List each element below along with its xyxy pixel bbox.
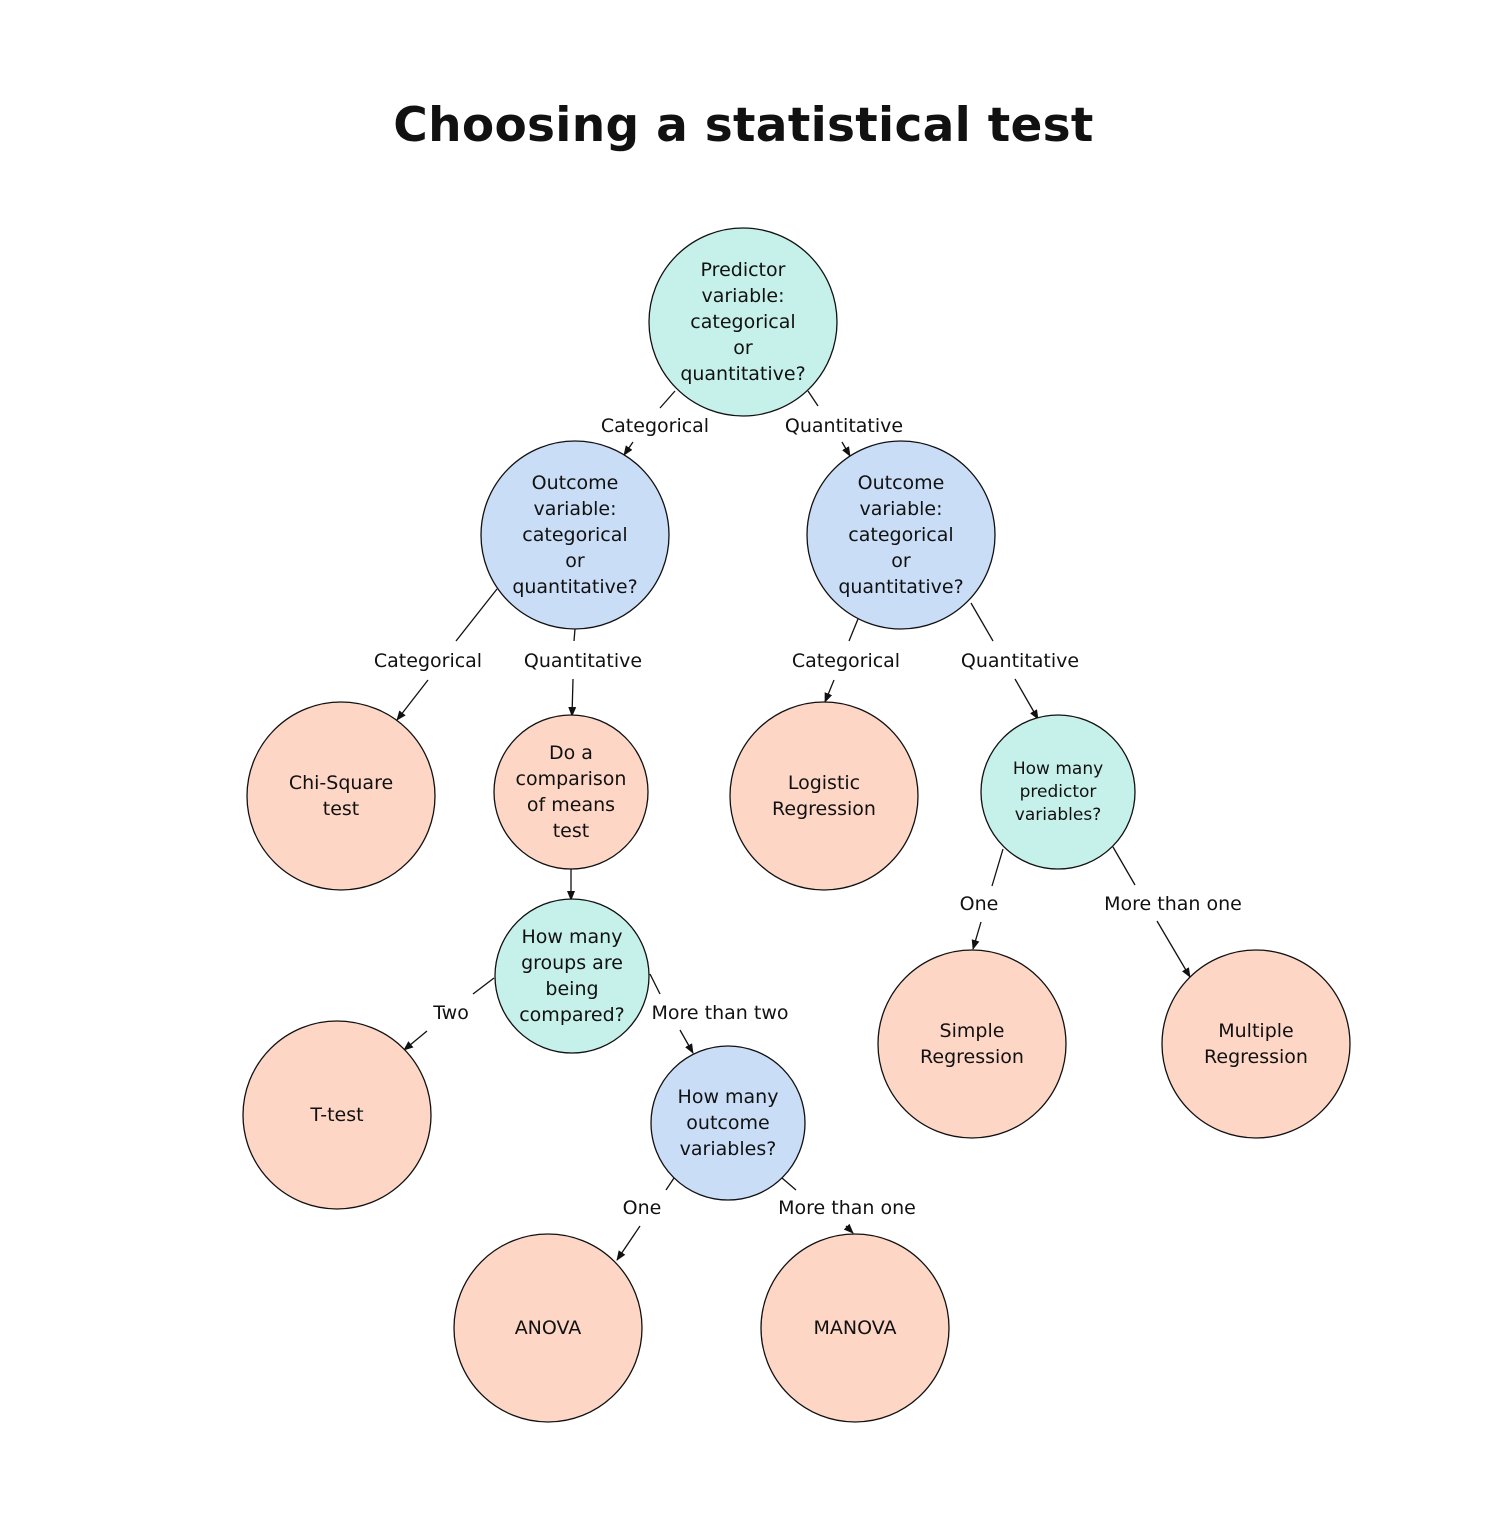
edge-groups-two-upper: [472, 977, 495, 995]
edge-label-outcomes-more-than-one: More than one: [778, 1197, 916, 1219]
edge-root-quantitative-lower: [841, 441, 851, 457]
node-t-test-circle: [242, 1020, 432, 1210]
edge-right-categorical-upper: [848, 618, 859, 642]
node-comparison-of-means: Do a comparison of means test: [515, 742, 627, 842]
edge-outcomes-one-lower: [616, 1225, 641, 1261]
node-outcome-right: Outcome variable: categorical or quantit…: [838, 472, 964, 598]
edge-right-quantitative-lower: [1014, 678, 1039, 720]
edge-groups-more-lower: [679, 1029, 694, 1054]
edge-label-left-categorical: Categorical: [373, 650, 483, 672]
edge-predictors-more-lower: [1156, 920, 1191, 978]
node-manova: MANOVA: [813, 1317, 897, 1339]
edge-outcomes-more-lower: [843, 1223, 854, 1234]
edge-right-quantitative-upper: [970, 602, 994, 642]
node-t-test: T-test: [310, 1104, 364, 1126]
edge-label-left-quantitative: Quantitative: [523, 650, 643, 672]
edge-outcomes-more-upper: [781, 1177, 797, 1191]
node-outcome-right-circle: [806, 440, 996, 630]
edge-label-predictors-more-than-one: More than one: [1104, 893, 1242, 915]
edge-root-quantitative-upper: [807, 390, 819, 407]
edge-label-groups-two: Two: [433, 1002, 469, 1024]
node-chi-square: Chi-Square test: [288, 772, 394, 820]
edge-outcomes-one-upper: [665, 1177, 675, 1191]
node-chi-square-circle: [246, 701, 436, 891]
edge-label-predictors-one: One: [959, 893, 999, 915]
edge-lines: [396, 390, 1191, 1261]
edge-right-categorical-lower: [824, 679, 835, 703]
edge-label-right-categorical: Categorical: [791, 650, 901, 672]
node-logistic-circle: [729, 701, 919, 891]
node-root-circle: [648, 227, 838, 417]
edge-label-root-categorical: Categorical: [600, 415, 710, 437]
edge-predictors-one-upper: [991, 848, 1004, 887]
node-simple-regression-circle: [877, 949, 1067, 1139]
page-title: Choosing a statistical test: [393, 98, 1094, 153]
edge-predictors-more-upper: [1112, 846, 1136, 886]
edge-groups-two-lower: [403, 1030, 428, 1051]
node-how-many-predictors-circle: [980, 714, 1136, 870]
node-root: Predictor variable: categorical or quant…: [680, 259, 806, 385]
node-logistic-regression: Logistic Regression: [772, 772, 876, 820]
node-how-many-outcomes: How many outcome variables?: [677, 1086, 779, 1160]
edge-root-categorical-lower: [623, 441, 634, 456]
node-multiple-regression-circle: [1161, 949, 1351, 1139]
edge-left-categorical-upper: [455, 588, 498, 642]
node-how-many-predictors: How many predictor variables?: [1012, 758, 1104, 825]
edge-left-quantitative-upper: [573, 628, 576, 642]
edge-label-root-quantitative: Quantitative: [784, 415, 904, 437]
node-outcome-left: Outcome variable: categorical or quantit…: [512, 472, 638, 598]
node-simple-regression: Simple Regression: [920, 1020, 1024, 1068]
node-how-many-groups-circle: [494, 898, 650, 1054]
node-manova-circle: [760, 1233, 950, 1423]
node-how-many-outcomes-circle: [650, 1045, 806, 1201]
edge-predictors-one-lower: [971, 921, 982, 950]
edge-root-categorical-upper: [659, 390, 676, 409]
edge-label-outcomes-one: One: [622, 1197, 662, 1219]
node-anova: ANOVA: [514, 1317, 582, 1339]
edge-label-right-quantitative: Quantitative: [960, 650, 1080, 672]
edge-left-categorical-lower: [396, 679, 429, 721]
edge-groups-more-upper: [649, 973, 661, 995]
edge-label-groups-more-than-two: More than two: [651, 1002, 789, 1024]
node-comparison-of-means-circle: [493, 714, 649, 870]
node-how-many-groups: How many groups are being compared?: [519, 926, 625, 1026]
node-multiple-regression: Multiple Regression: [1204, 1020, 1308, 1068]
node-anova-circle: [453, 1233, 643, 1423]
node-circles: [242, 227, 1351, 1423]
node-outcome-left-circle: [480, 440, 670, 630]
edge-left-quantitative-lower: [568, 678, 577, 717]
